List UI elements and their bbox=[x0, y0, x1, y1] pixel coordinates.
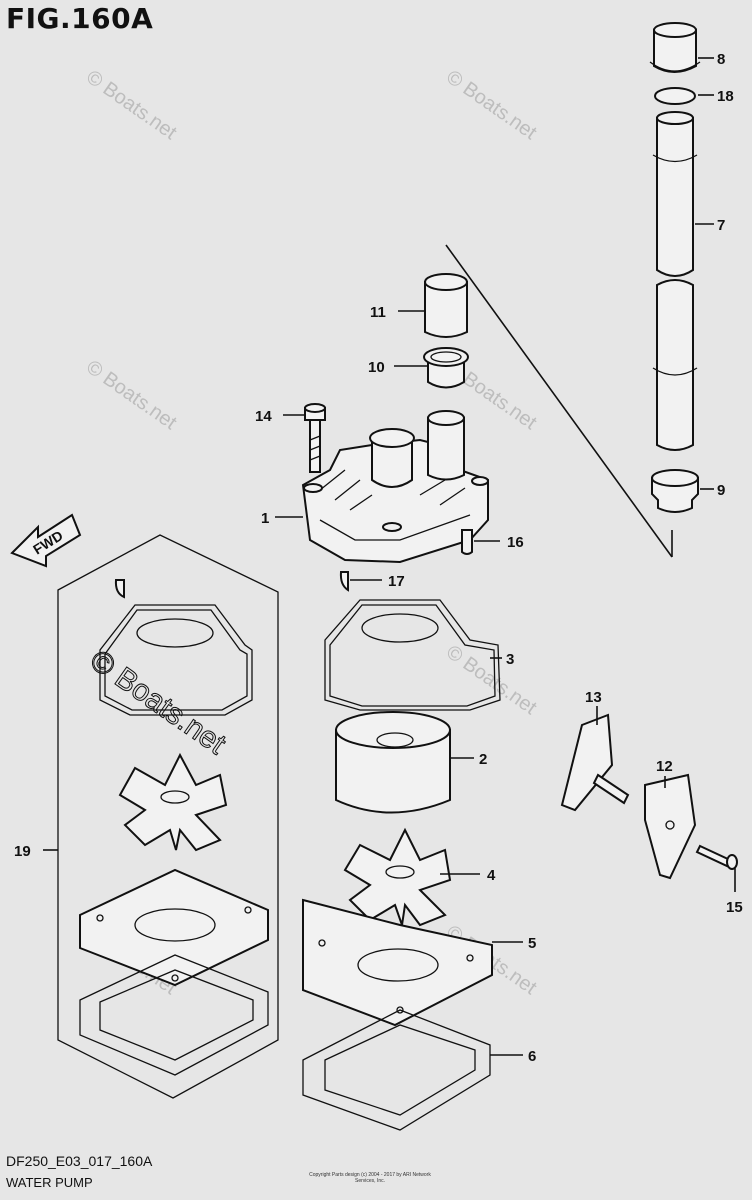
part-4-impeller bbox=[343, 827, 452, 927]
label-12: 12 bbox=[656, 758, 673, 775]
part-6-gasket bbox=[302, 1009, 491, 1131]
kit-liner-gasket bbox=[99, 604, 253, 716]
label-17: 17 bbox=[388, 573, 405, 590]
label-1: 1 bbox=[261, 510, 269, 527]
part-9-grommet bbox=[651, 469, 699, 513]
kit-key bbox=[114, 579, 125, 599]
label-4: 4 bbox=[487, 867, 496, 884]
part-14-bolt bbox=[304, 403, 326, 473]
watermark: © Boats.net bbox=[82, 356, 181, 434]
part-7-water-tube bbox=[652, 111, 698, 451]
label-2: 2 bbox=[479, 751, 487, 768]
part-17-key bbox=[339, 571, 349, 592]
label-14: 14 bbox=[255, 408, 272, 425]
footer-diagram-code: DF250_E03_017_160A bbox=[6, 1153, 153, 1169]
label-15: 15 bbox=[726, 899, 743, 916]
part-18-oring bbox=[654, 87, 696, 105]
part-3-liner-gasket bbox=[324, 599, 501, 711]
watermark: © Boats.net bbox=[442, 641, 541, 719]
part-10-guide bbox=[423, 347, 469, 389]
part-11-sleeve bbox=[424, 273, 468, 338]
kit-plate bbox=[79, 868, 269, 987]
watermark: © Boats.net bbox=[82, 66, 181, 144]
footer-diagram-name: WATER PUMP bbox=[6, 1175, 93, 1190]
leader-lines bbox=[43, 57, 736, 1056]
part-12-cover bbox=[644, 773, 697, 880]
callout-labels: 8 18 7 9 11 10 14 1 16 17 3 2 4 5 6 19 1… bbox=[14, 51, 743, 1065]
part-5-plate bbox=[302, 898, 493, 1027]
label-5: 5 bbox=[528, 935, 536, 952]
label-7: 7 bbox=[717, 217, 725, 234]
label-19: 19 bbox=[14, 843, 31, 860]
label-16: 16 bbox=[507, 534, 524, 551]
part-15-screw bbox=[695, 844, 738, 870]
label-8: 8 bbox=[717, 51, 725, 68]
part-13-lever bbox=[560, 713, 630, 812]
label-9: 9 bbox=[717, 482, 725, 499]
watermark: © Boats.net bbox=[442, 66, 541, 144]
copyright-notice: Copyright Parts design (c) 2004 - 2017 b… bbox=[309, 1172, 431, 1184]
label-10: 10 bbox=[368, 359, 385, 376]
part-16-pin bbox=[461, 529, 473, 555]
label-18: 18 bbox=[717, 88, 734, 105]
label-3: 3 bbox=[506, 651, 514, 668]
label-11: 11 bbox=[370, 304, 386, 321]
kit-gasket bbox=[79, 954, 269, 1076]
part-8-seal bbox=[649, 22, 701, 73]
label-13: 13 bbox=[585, 689, 602, 706]
part-2-liner bbox=[335, 711, 451, 814]
part-1-pump-case bbox=[301, 410, 489, 564]
kit-19-outline bbox=[57, 534, 279, 1099]
label-6: 6 bbox=[528, 1048, 536, 1065]
kit-impeller bbox=[118, 752, 228, 852]
fwd-arrow-icon: FWD bbox=[10, 513, 82, 568]
figure-title: FIG.160A bbox=[6, 2, 154, 35]
